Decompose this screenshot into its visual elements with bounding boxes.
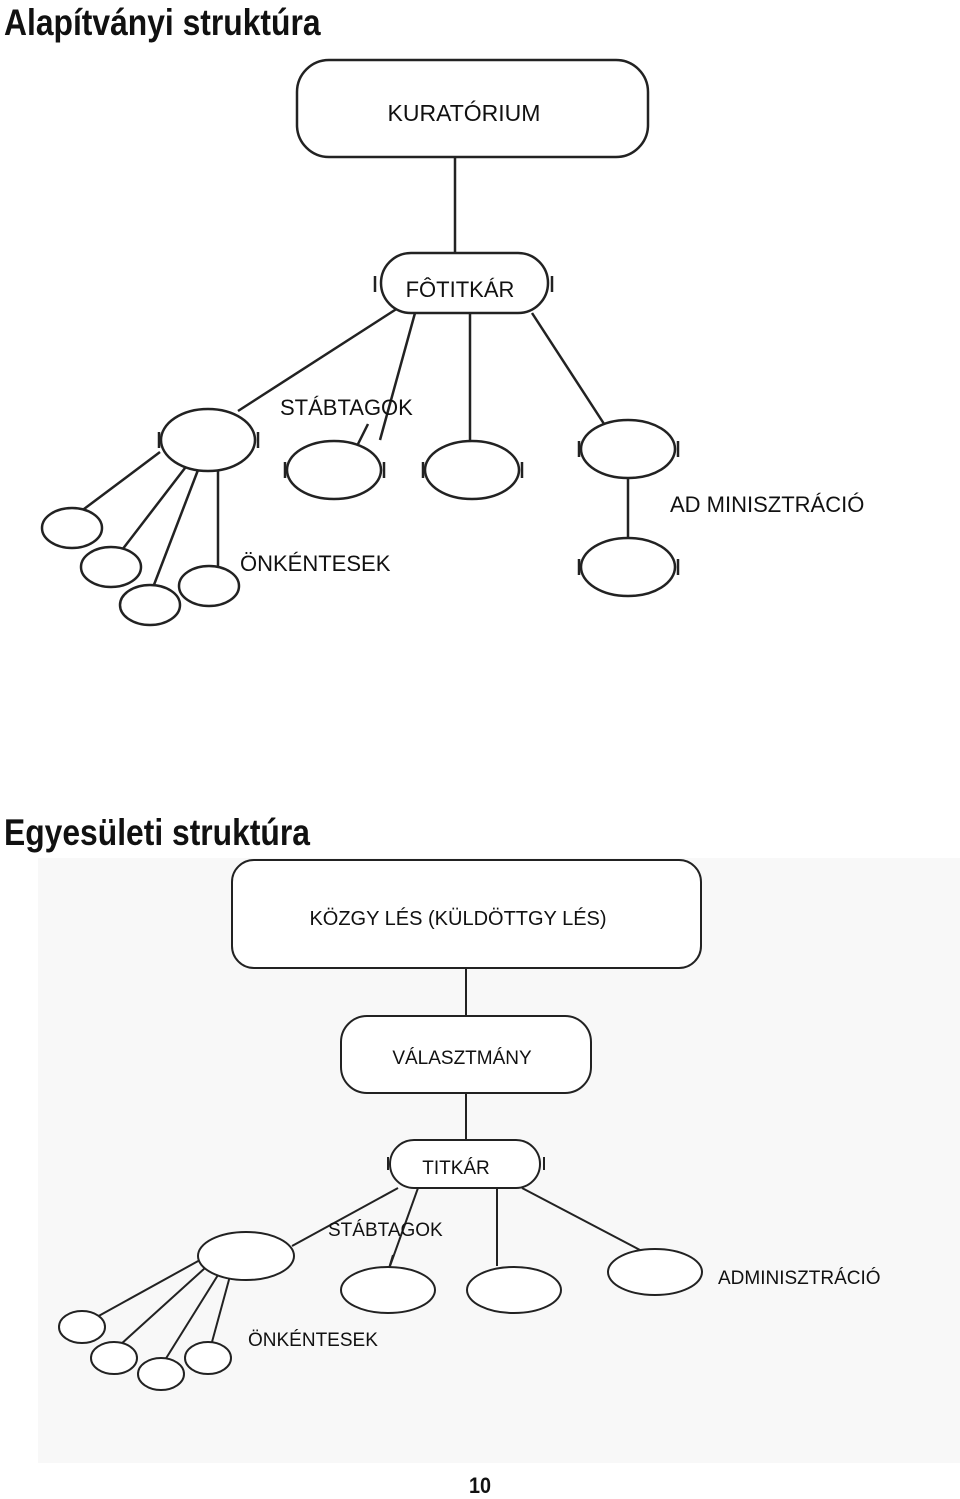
connector-staff-to-volunteer-3 xyxy=(164,1274,219,1361)
association-structure-heading: Egyesületi struktúra xyxy=(4,812,310,853)
administration-label: AD MINISZTRÁCIÓ xyxy=(670,492,864,517)
connector-secretary-to-staff-left xyxy=(291,1187,399,1247)
admin-node-1 xyxy=(579,418,677,480)
staff-label: STÁBTAGOK xyxy=(280,395,413,420)
staff-label: STÁBTAGOK xyxy=(328,1220,443,1241)
assembly-label: KÖZGY LÉS (KÜLDÖTTGY LÉS) xyxy=(309,907,606,930)
connector-secretary-to-admin xyxy=(521,1187,641,1251)
administration-label: ADMINISZTRÁCIÓ xyxy=(718,1267,881,1289)
volunteers-label: ÖNKÉNTESEK xyxy=(248,1330,378,1351)
connector-staff-to-volunteer-3 xyxy=(150,469,200,591)
volunteer-node-2 xyxy=(79,545,143,589)
staff-node-1 xyxy=(159,407,257,473)
volunteer-node-4 xyxy=(184,1341,232,1375)
board-label: VÁLASZTMÁNY xyxy=(392,1048,532,1069)
secretary-general-label: FÔTITKÁR xyxy=(406,277,515,302)
board-box xyxy=(340,1015,592,1094)
board-box xyxy=(295,58,650,159)
foundation-structure-heading: Alapítványi struktúra xyxy=(4,2,321,43)
volunteer-node-4 xyxy=(177,564,241,608)
admin-node xyxy=(607,1248,703,1296)
volunteer-node-3 xyxy=(118,583,182,627)
volunteer-node-3 xyxy=(137,1357,185,1391)
page-number: 10 xyxy=(468,1473,492,1498)
connector-staff-to-volunteer-1 xyxy=(94,1259,201,1319)
connector-secretary-to-staff-left xyxy=(237,306,399,413)
secretary-label: TITKÁR xyxy=(422,1158,490,1179)
assembly-box xyxy=(231,859,702,969)
connector-staff-to-volunteer-2 xyxy=(121,467,186,551)
volunteer-node-1 xyxy=(58,1310,106,1344)
staff-node-2 xyxy=(340,1266,436,1314)
staff-node-3 xyxy=(423,439,521,501)
connector-secretary-to-staff-mid xyxy=(389,1187,419,1267)
staff-node-1 xyxy=(197,1231,295,1281)
connector-staff-to-volunteer-2 xyxy=(119,1267,206,1346)
volunteer-node-1 xyxy=(40,506,104,550)
secretary-general-box xyxy=(379,251,550,315)
connector-secretary-to-admin xyxy=(530,312,610,431)
staff-node-3 xyxy=(466,1266,562,1314)
connector-staff-to-volunteer-1 xyxy=(79,451,161,513)
volunteers-label: ÖNKÉNTESEK xyxy=(240,551,391,576)
admin-node-2 xyxy=(579,536,677,598)
secretary-box xyxy=(389,1139,541,1189)
foundation-structure-diagram: KURATÓRIUM FÔTITKÁR STÁBTAGOK AD MINISZT… xyxy=(40,58,864,627)
board-label: KURATÓRIUM xyxy=(388,100,541,126)
connector-secretary-to-staff-mid xyxy=(378,312,417,441)
connector-staff-to-volunteer-4 xyxy=(211,1275,231,1343)
staff-node-2 xyxy=(285,439,383,501)
volunteer-node-2 xyxy=(90,1341,138,1375)
